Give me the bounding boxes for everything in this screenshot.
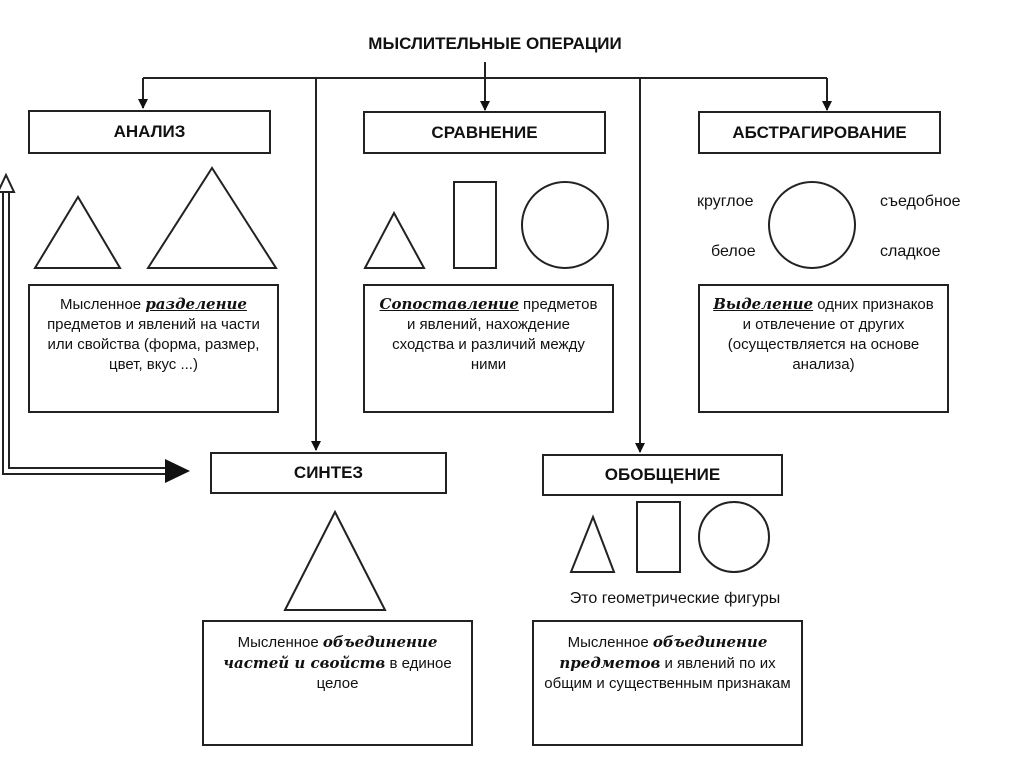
generalization-description: Мысленное объединение предметов и явлени…: [532, 620, 803, 746]
generalization-triangle-shape: [569, 514, 616, 573]
synthesis-triangle-shape: [283, 509, 387, 611]
abstraction-heading: АБСТРАГИРОВАНИЕ: [732, 122, 907, 142]
desc-text: Мысленное: [60, 296, 146, 313]
analysis-heading: АНАЛИЗ: [113, 122, 186, 141]
comparison-heading: СРАВНЕНИЕ: [431, 122, 538, 142]
abstraction-circle-shape: [768, 181, 856, 269]
generalization-circle-shape: [698, 501, 770, 573]
desc-text: предметов и явлений, нахождение сходства…: [392, 296, 598, 373]
abstraction-heading-box: АБСТРАГИРОВАНИЕ: [698, 111, 941, 154]
desc-term: Выделение: [713, 295, 814, 313]
comparison-heading-box: СРАВНЕНИЕ: [363, 111, 606, 154]
feedback-line-inner: [8, 190, 165, 469]
comparison-triangle-shape: [363, 210, 426, 269]
desc-term: Сопоставление: [379, 295, 519, 313]
comparison-circle-shape: [521, 181, 609, 269]
generalization-caption: Это геометрические фигуры: [569, 590, 781, 607]
desc-text: предметов и явлений на части или свойств…: [47, 316, 260, 373]
desc-text: и явлений по их общим и существенным при…: [544, 655, 791, 692]
attribute-label-white: белое: [711, 243, 756, 260]
feedback-arrowhead-right: [165, 459, 190, 483]
attribute-label-sweet: сладкое: [880, 243, 941, 260]
feedback-line-outer: [2, 190, 165, 475]
attribute-label-round: круглое: [697, 193, 754, 210]
desc-term: объединение предметов: [559, 633, 768, 672]
attribute-label-edible: съедобное: [880, 193, 961, 210]
small-triangle-shape: [33, 195, 122, 269]
synthesis-heading-box: СИНТЕЗ: [210, 452, 447, 494]
desc-term: объединение частей и свойств: [223, 633, 438, 672]
desc-text: одних признаков и отвлечение от других (…: [727, 296, 934, 373]
analysis-description: Мысленное разделение предметов и явлений…: [28, 284, 279, 413]
generalization-rectangle-shape: [636, 501, 681, 573]
analysis-heading-box: АНАЛИЗ: [28, 110, 271, 154]
desc-term: разделение: [145, 295, 247, 313]
synthesis-heading: СИНТЕЗ: [293, 463, 364, 482]
desc-text: в единое целое: [316, 655, 452, 692]
large-triangle-shape: [146, 166, 278, 269]
abstraction-description: Выделение одних признаков и отвлечение о…: [698, 284, 949, 413]
generalization-heading: ОБОБЩЕНИЕ: [604, 465, 721, 484]
comparison-rectangle-shape: [453, 181, 497, 269]
diagram-title: МЫСЛИТЕЛЬНЫЕ ОПЕРАЦИИ: [368, 34, 622, 53]
comparison-description: Сопоставление предметов и явлений, нахож…: [363, 284, 614, 413]
desc-text: Мысленное: [567, 634, 653, 651]
generalization-heading-box: ОБОБЩЕНИЕ: [542, 454, 783, 496]
feedback-arrowhead-up: [0, 172, 16, 193]
synthesis-description: Мысленное объединение частей и свойств в…: [202, 620, 473, 746]
desc-text: Мысленное: [237, 634, 323, 651]
